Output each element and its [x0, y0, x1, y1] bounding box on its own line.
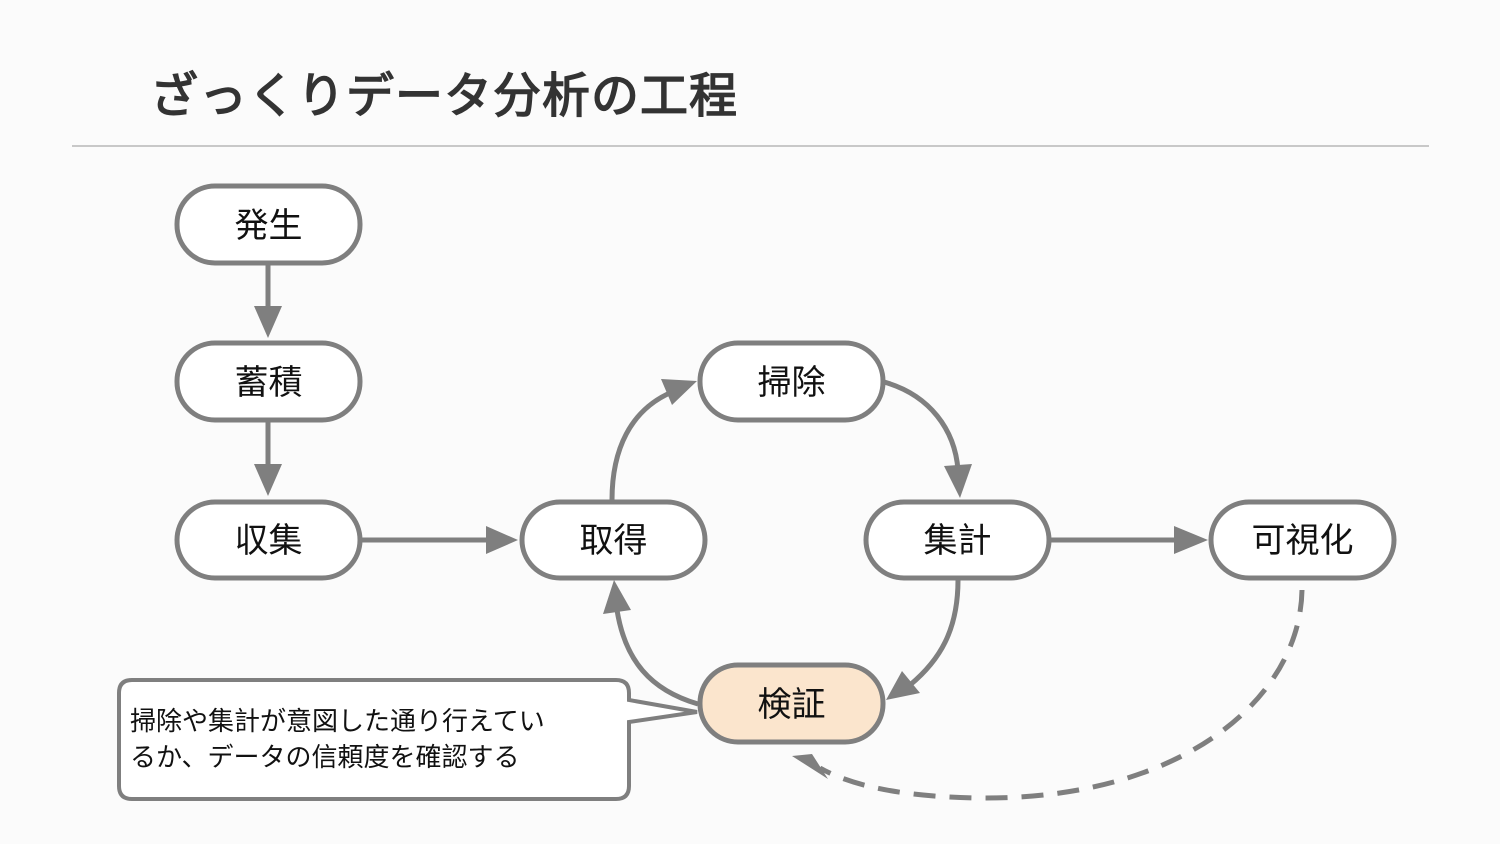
arrow-shutoku-to-soji: [609, 389, 673, 501]
arrowhead-chikuseki: [254, 306, 282, 338]
node-soji-label: 掃除: [758, 363, 826, 403]
arrowhead-shutoku-return: [603, 580, 631, 614]
node-shukei-label: 集計: [924, 521, 992, 561]
node-shukei: 集計: [863, 499, 1052, 581]
node-kashika: 可視化: [1208, 499, 1397, 581]
arrowhead-shukei: [944, 464, 972, 498]
node-shushu-label: 収集: [235, 521, 303, 561]
arrow-kensho-to-shutoku: [614, 609, 699, 707]
dashed-arrow-kashika-to-kensho: [818, 589, 1305, 801]
node-hassei: 発生: [174, 183, 363, 266]
title-divider: [72, 145, 1429, 147]
arrowhead-soji: [661, 379, 697, 405]
node-chikuseki-label: 蓄積: [235, 363, 303, 403]
arrow-shukei-to-kensho: [908, 579, 961, 687]
arrowhead-shushu: [254, 464, 282, 496]
node-kensho: 検証: [697, 662, 886, 745]
arrowhead-kashika: [1174, 526, 1208, 554]
arrowhead-shutoku: [486, 526, 518, 554]
node-kensho-label: 検証: [758, 685, 826, 725]
callout-bubble: [117, 678, 698, 801]
node-kashika-label: 可視化: [1252, 521, 1354, 561]
node-chikuseki: 蓄積: [174, 340, 363, 423]
node-shutoku: 取得: [519, 499, 708, 581]
node-shutoku-label: 取得: [580, 521, 648, 561]
arrowhead-kensho: [886, 671, 920, 700]
node-soji: 掃除: [697, 340, 886, 423]
node-shushu: 収集: [174, 499, 363, 581]
callout-text: 掃除や集計が意図した通り行えてい るか、データの信頼度を確認する: [130, 707, 545, 773]
arrow-soji-to-shukei: [883, 379, 961, 471]
node-hassei-label: 発生: [235, 206, 303, 246]
arrowhead-kensho-dashed: [792, 754, 828, 779]
page-title: ざっくりデータ分析の工程: [150, 68, 739, 124]
